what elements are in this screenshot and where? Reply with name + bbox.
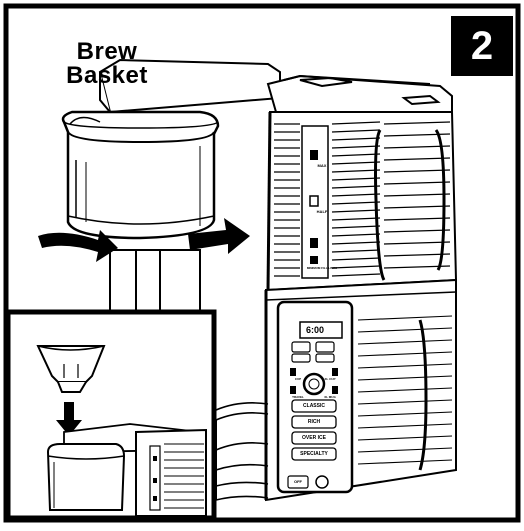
clock-display (299, 321, 343, 339)
brew-basket (61, 110, 220, 240)
brew-button-classic: CLASSIC (303, 403, 325, 409)
reservoir-mark-minimum: MINIMUM FILL LINES (306, 266, 338, 270)
twist-arrow-icon (38, 230, 118, 262)
size-dial (302, 372, 326, 396)
pull-arrow-icon (188, 218, 250, 254)
reservoir-ribs-right (331, 121, 451, 277)
brew-button-specialty: SPECIALTY (300, 451, 328, 457)
clock-display-text: 6:00 (306, 325, 325, 335)
brew-button-over-ice: OVER ICE (302, 435, 326, 441)
reservoir-mark-half: HALF (316, 209, 328, 214)
reservoir-mark-max: MAX (317, 163, 327, 168)
warming-plate (215, 402, 269, 501)
brew-buttons (291, 399, 337, 461)
size-label-xl-cup: XL CUP (324, 377, 336, 381)
size-label-xl-mug: XL MUG (324, 395, 336, 399)
brew-button-rich: RICH (307, 419, 321, 425)
size-label-travel: TRAVEL (292, 395, 304, 399)
water-reservoir (266, 111, 458, 292)
down-arrow-icon (56, 402, 82, 436)
reservoir-ribs-left (274, 123, 300, 277)
step-number-badge: 2 (451, 16, 513, 76)
power-button (315, 475, 329, 489)
inset-panel (5, 309, 217, 521)
title-line-1: Brew (76, 38, 138, 65)
inset-brew-basket (46, 443, 126, 511)
brew-basket-label: Brew Basket (52, 40, 162, 88)
title-line-2: Basket (66, 62, 148, 89)
machine-base (215, 278, 457, 502)
carafe-handle (103, 248, 201, 313)
size-label-cup: CUP (294, 377, 302, 381)
power-label: OFF (294, 479, 302, 484)
level-markers (309, 150, 319, 264)
machine-lid (98, 58, 453, 114)
